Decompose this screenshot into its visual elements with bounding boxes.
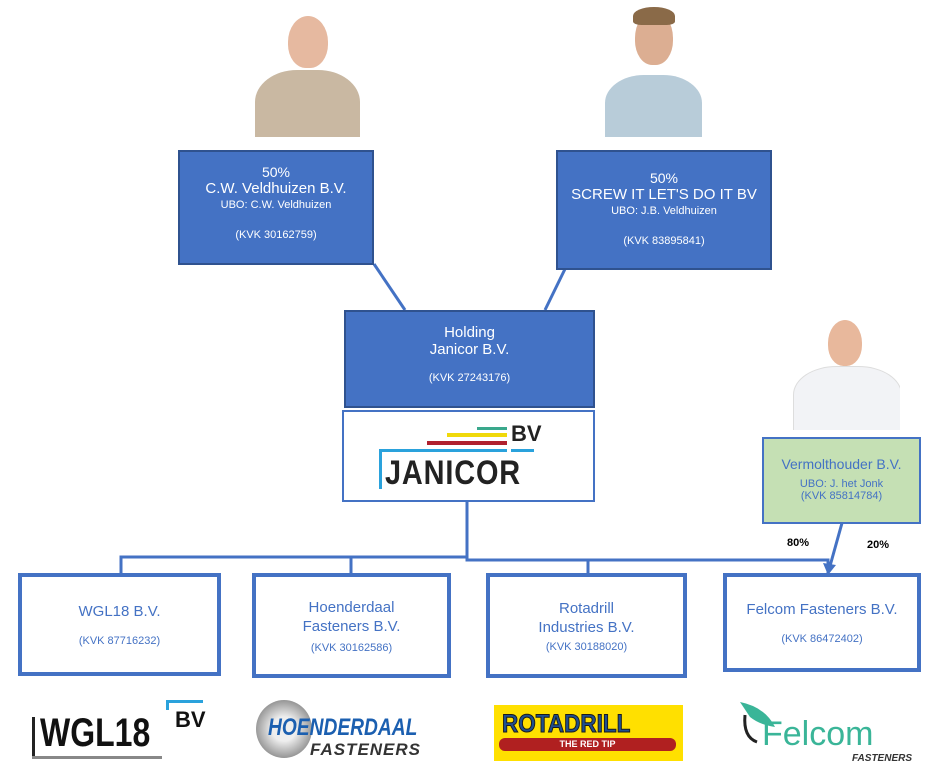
janicor-logo-box: BV JANICOR [342, 410, 595, 502]
ownership-percent: 50% [649, 170, 679, 186]
connector-shareholder-1 [372, 263, 407, 311]
felcom-logo: Felcom FASTENERS [735, 697, 915, 769]
company-name: C.W. Veldhuizen B.V. [205, 180, 347, 197]
felcom-logo-sub: FASTENERS [852, 753, 913, 764]
ubo-label: UBO: J. het Jonk [799, 478, 884, 490]
photo-jb-veldhuizen [605, 5, 702, 137]
kvk-number: (KVK 83895841) [623, 235, 705, 247]
hoenderdaal-logo-sub: FASTENERS [310, 740, 422, 759]
shareholder-box-cw-veldhuizen: 50% C.W. Veldhuizen B.V. UBO: C.W. Veldh… [178, 150, 374, 265]
hoenderdaal-logo: HOENDERDAAL FASTENERS [252, 700, 452, 765]
company-name: Felcom Fasteners B.V. [746, 601, 898, 618]
wgl18-logo-suffix: BV [175, 707, 206, 732]
subsidiary-box-hoenderdaal: Hoenderdaal Fasteners B.V. (KVK 30162586… [252, 573, 451, 678]
subsidiary-box-rotadrill: Rotadrill Industries B.V. (KVK 30188020) [486, 573, 687, 678]
holding-percent-label: 80% [787, 537, 810, 549]
felcom-logo-text: Felcom [762, 715, 874, 753]
janicor-logo-text: JANICOR [385, 454, 522, 492]
rotadrill-logo-sub: THE RED TIP [499, 738, 676, 751]
felcom-bird-icon [740, 702, 775, 744]
holding-line1: Holding [444, 324, 495, 341]
company-name: SCREW IT LET'S DO IT BV [571, 186, 757, 203]
minority-percent-label: 20% [867, 539, 890, 551]
rotadrill-logo-text: ROTADRILL [502, 710, 631, 739]
hoenderdaal-logo-text: HOENDERDAAL [268, 714, 418, 741]
kvk-number: (KVK 86472402) [781, 633, 863, 645]
ubo-label: UBO: C.W. Veldhuizen [220, 199, 332, 211]
holding-line2: Janicor B.V. [429, 341, 510, 358]
kvk-number: (KVK 30162586) [310, 641, 393, 654]
subsidiary-box-felcom: Felcom Fasteners B.V. (KVK 86472402) [723, 573, 921, 672]
ubo-label: UBO: J.B. Veldhuizen [611, 205, 717, 217]
connector-minority [828, 522, 844, 567]
company-name-line2: Industries B.V. [538, 618, 635, 636]
ownership-percent: 50% [261, 164, 291, 180]
rotadrill-logo: ROTADRILL THE RED TIP [494, 705, 683, 761]
minority-shareholder-box: Vermolthouder B.V. UBO: J. het Jonk (KVK… [762, 437, 921, 524]
janicor-logo-suffix: BV [511, 421, 542, 446]
connector-shareholder-2 [543, 268, 567, 311]
photo-j-het-jonk [793, 316, 900, 430]
kvk-number: (KVK 85814784) [800, 490, 883, 502]
kvk-number: (KVK 30188020) [545, 640, 628, 653]
arrow-head-icon [823, 563, 836, 575]
connector-bus [119, 555, 830, 573]
company-name-line2: Fasteners B.V. [302, 617, 401, 635]
kvk-number: (KVK 87716232) [78, 635, 161, 647]
company-name-line1: Hoenderdaal [308, 598, 395, 616]
kvk-number: (KVK 30162759) [235, 229, 317, 241]
kvk-number: (KVK 27243176) [428, 372, 511, 384]
photo-cw-veldhuizen [255, 10, 360, 137]
wgl18-logo: WGL18 BV [30, 697, 210, 767]
holding-box: Holding Janicor B.V. (KVK 27243176) [344, 310, 595, 408]
wgl18-logo-text: WGL18 [40, 711, 151, 755]
company-name: Vermolthouder B.V. [781, 456, 902, 472]
shareholder-box-screw-it: 50% SCREW IT LET'S DO IT BV UBO: J.B. Ve… [556, 150, 772, 270]
subsidiary-box-wgl18: WGL18 B.V. (KVK 87716232) [18, 573, 221, 676]
company-name-line1: Rotadrill [558, 599, 615, 617]
company-name: WGL18 B.V. [78, 603, 161, 620]
